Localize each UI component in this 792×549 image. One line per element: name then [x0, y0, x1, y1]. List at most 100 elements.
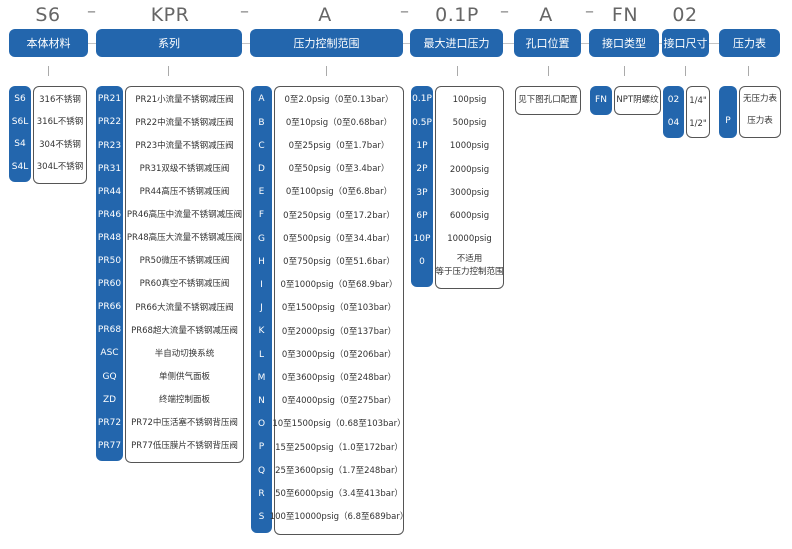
series-code: PR68	[97, 325, 122, 336]
material-label-box	[33, 86, 87, 184]
series-label: 单侧供气面板	[158, 371, 210, 382]
series-label: PR48高压大流量不锈钢减压阀	[126, 233, 243, 244]
tick	[326, 66, 327, 76]
gauge-label-with: 压力表	[747, 115, 773, 126]
inlet-label: 3000psig	[449, 187, 490, 198]
tick	[548, 66, 549, 76]
pressure-label: 0至750psig（0至51.6bar）	[283, 257, 395, 268]
pressure-code: A	[258, 94, 265, 105]
tick	[748, 66, 749, 76]
material-code-bar	[9, 86, 31, 182]
header-material: 本体材料	[9, 29, 88, 57]
series-label: PR50微压不锈钢减压阀	[139, 256, 230, 267]
material-label: 304L不锈钢	[36, 162, 84, 173]
inlet-label: 2000psig	[449, 164, 490, 175]
header-max-inlet: 最大进口压力	[410, 29, 503, 57]
inlet-code: 10P	[413, 234, 431, 245]
connector	[242, 43, 250, 44]
pressure-code-bar	[251, 86, 272, 533]
material-code: S4	[14, 139, 26, 150]
series-label: PR23中流量不锈钢减压阀	[135, 140, 234, 151]
series-label: PR66大流量不锈钢减压阀	[135, 302, 234, 313]
series-code: PR60	[97, 279, 122, 290]
dash: –	[400, 1, 409, 22]
series-code: ZD	[102, 394, 117, 405]
pressure-label-box	[274, 86, 404, 535]
dash: –	[585, 1, 594, 22]
pressure-code: J	[260, 303, 263, 314]
pressure-code: S	[258, 511, 265, 522]
series-label: PR60真空不锈钢减压阀	[139, 279, 230, 290]
gauge-label-box	[739, 86, 781, 138]
pressure-label: 25至3600psig（1.7至248bar）	[275, 465, 403, 476]
dash: –	[240, 1, 249, 22]
pressure-code: F	[258, 210, 265, 221]
inlet-label: 100psig	[452, 94, 487, 105]
series-code: PR31	[97, 163, 122, 174]
series-code: PR72	[97, 417, 122, 428]
series-code: PR48	[97, 232, 122, 243]
pressure-label: 0至250psig（0至17.2bar）	[283, 210, 395, 221]
inlet-code-bar	[411, 86, 433, 287]
inlet-label: 1000psig	[449, 141, 490, 152]
series-code: PR50	[97, 256, 122, 267]
pressure-label: 0至2.0psig（0至0.13bar）	[284, 94, 394, 105]
series-label-box	[125, 86, 244, 463]
series-code: PR66	[97, 302, 122, 313]
material-label: 316不锈钢	[39, 94, 81, 105]
pressure-code: K	[258, 326, 265, 337]
pressure-code: R	[258, 488, 265, 499]
header-gauge: 压力表	[719, 29, 780, 57]
code-pressure: A	[318, 4, 332, 26]
series-code: PR21	[97, 94, 122, 105]
series-label: PR21小流量不锈钢减压阀	[135, 94, 234, 105]
series-label: PR44高压不锈钢减压阀	[139, 187, 230, 198]
code-orifice: A	[539, 4, 553, 26]
series-label: PR68超大流量不锈钢减压阀	[131, 325, 238, 336]
pressure-label: 0至4000psig（0至275bar）	[281, 396, 397, 407]
pressure-label: 0至50psig（0至3.4bar）	[288, 164, 390, 175]
tick	[624, 66, 625, 76]
material-label: 316L不锈钢	[36, 117, 84, 128]
code-size: 02	[672, 4, 698, 26]
pressure-code: P	[258, 442, 265, 453]
inlet-label: 10000psig	[447, 234, 492, 245]
inlet-code: 3P	[416, 187, 428, 198]
connector	[581, 43, 589, 44]
inlet-label-na-note: 等于压力控制范围	[435, 267, 504, 278]
connector	[88, 43, 96, 44]
dash: –	[87, 1, 96, 22]
inlet-label: 6000psig	[449, 211, 490, 222]
pressure-label: 15至2500psig（1.0至172bar）	[275, 442, 403, 453]
series-code: GQ	[102, 371, 117, 382]
material-code: S6L	[11, 116, 29, 127]
tick	[457, 66, 458, 76]
inlet-code: 0.5P	[412, 117, 432, 128]
pressure-label: 0至100psig（0至6.8bar）	[285, 187, 393, 198]
pressure-code: Q	[257, 465, 266, 476]
connector	[659, 43, 662, 44]
series-label: PR22中流量不锈钢减压阀	[135, 117, 234, 128]
series-label: PR46高压中流量不锈钢减压阀	[126, 210, 243, 221]
inlet-label-box	[435, 86, 504, 289]
inlet-label: 500psig	[452, 117, 487, 128]
pressure-code: G	[258, 233, 265, 244]
size-label: 1/2"	[689, 118, 707, 129]
pressure-code: B	[258, 117, 265, 128]
inlet-code: 1P	[416, 140, 428, 151]
header-connection-size: 接口尺寸	[662, 29, 709, 57]
pressure-code: M	[257, 372, 266, 383]
connection-label-box	[614, 86, 661, 115]
connector	[403, 43, 410, 44]
series-label: PR31双级不锈钢减压阀	[139, 163, 230, 174]
inlet-code: 0.1P	[412, 94, 432, 105]
tick	[685, 66, 686, 76]
tick	[48, 66, 49, 76]
pressure-code: D	[258, 163, 265, 174]
size-code: 02	[667, 95, 680, 106]
code-material: S6	[35, 4, 61, 26]
pressure-label: 0至3000psig（0至206bar）	[281, 349, 397, 360]
pressure-label: 100至10000psig（6.8至689bar）	[269, 512, 409, 523]
series-code-bar	[96, 86, 123, 461]
series-code: PR23	[97, 140, 122, 151]
